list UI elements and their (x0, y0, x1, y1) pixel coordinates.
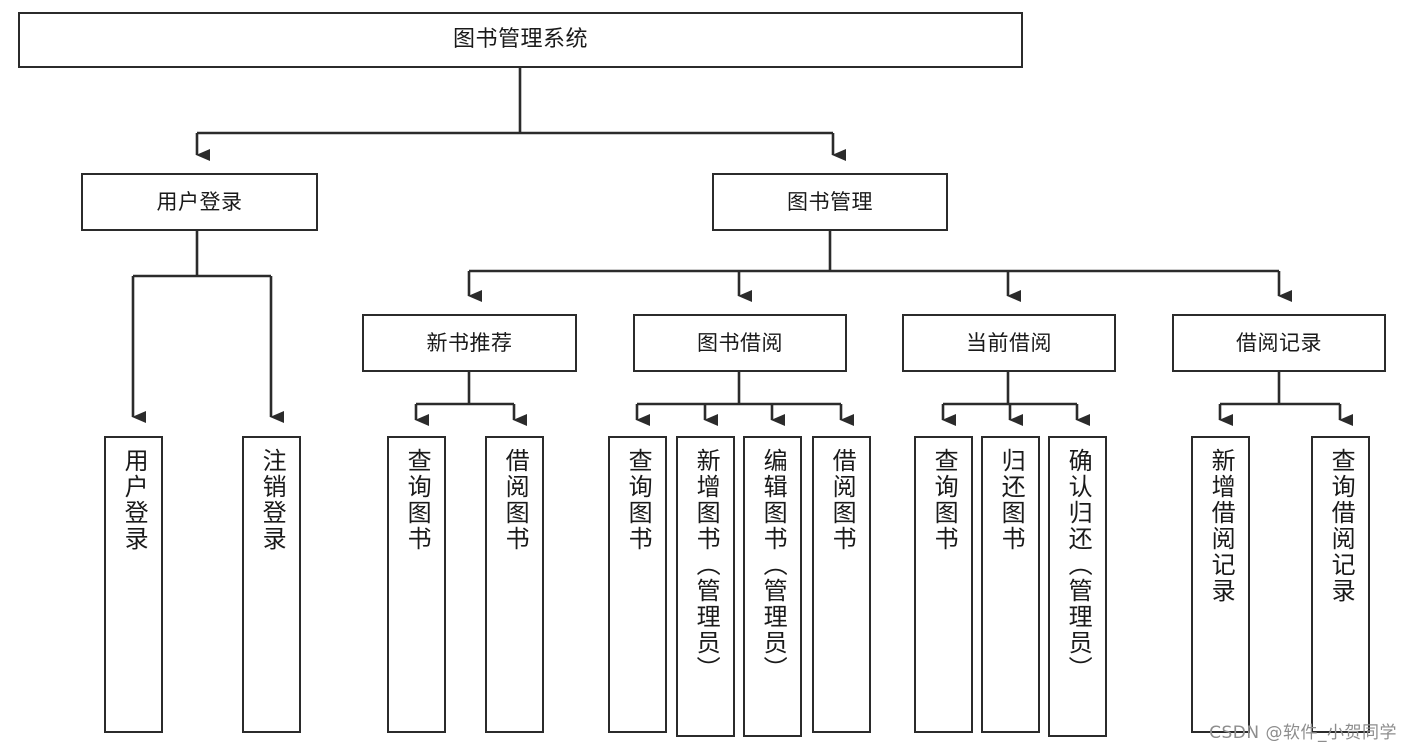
node-leaf-logout-label: 注销登录 (258, 448, 287, 552)
node-leaf-query-book-1[interactable]: 查询图书 (387, 436, 446, 733)
node-book-manage[interactable]: 图书管理 (712, 173, 948, 231)
node-leaf-return-book[interactable]: 归还图书 (981, 436, 1040, 733)
node-leaf-confirm-return[interactable]: 确认归还（管理员） (1048, 436, 1107, 737)
node-leaf-edit-book[interactable]: 编辑图书（管理员） (743, 436, 802, 737)
node-leaf-confirm-return-label: 确认归还（管理员） (1064, 448, 1093, 682)
node-root-label: 图书管理系统 (452, 26, 588, 52)
node-user-login-label: 用户登录 (156, 189, 243, 214)
node-borrow-record-label: 借阅记录 (1236, 330, 1322, 355)
node-leaf-user-login[interactable]: 用户登录 (104, 436, 163, 733)
node-book-borrow[interactable]: 图书借阅 (633, 314, 847, 372)
node-user-login[interactable]: 用户登录 (81, 173, 318, 231)
node-leaf-query-record[interactable]: 查询借阅记录 (1311, 436, 1370, 733)
node-book-manage-label: 图书管理 (787, 189, 873, 214)
node-leaf-borrow-book-2-label: 借阅图书 (828, 448, 857, 552)
node-leaf-query-book-3-label: 查询图书 (930, 448, 959, 552)
node-leaf-add-book[interactable]: 新增图书（管理员） (676, 436, 735, 737)
node-leaf-user-login-label: 用户登录 (120, 448, 149, 552)
node-leaf-add-book-label: 新增图书（管理员） (692, 448, 721, 682)
node-leaf-add-record-label: 新增借阅记录 (1207, 448, 1236, 604)
node-leaf-query-book-1-label: 查询图书 (403, 448, 432, 552)
node-leaf-logout[interactable]: 注销登录 (242, 436, 301, 733)
node-leaf-add-record[interactable]: 新增借阅记录 (1191, 436, 1250, 733)
node-leaf-borrow-book-1[interactable]: 借阅图书 (485, 436, 544, 733)
node-leaf-query-book-3[interactable]: 查询图书 (914, 436, 973, 733)
node-leaf-edit-book-label: 编辑图书（管理员） (759, 448, 788, 682)
node-book-borrow-label: 图书借阅 (697, 330, 783, 355)
node-current-borrow[interactable]: 当前借阅 (902, 314, 1116, 372)
node-new-book-recommend[interactable]: 新书推荐 (362, 314, 577, 372)
node-borrow-record[interactable]: 借阅记录 (1172, 314, 1386, 372)
node-leaf-query-book-2-label: 查询图书 (624, 448, 653, 552)
node-leaf-query-book-2[interactable]: 查询图书 (608, 436, 667, 733)
node-current-borrow-label: 当前借阅 (966, 330, 1052, 355)
node-leaf-borrow-book-1-label: 借阅图书 (501, 448, 530, 552)
watermark-text: CSDN @软件_小贺同学 (1209, 723, 1397, 743)
node-root[interactable]: 图书管理系统 (18, 12, 1023, 68)
node-leaf-return-book-label: 归还图书 (997, 448, 1026, 552)
node-new-book-recommend-label: 新书推荐 (426, 330, 513, 355)
node-leaf-borrow-book-2[interactable]: 借阅图书 (812, 436, 871, 733)
node-leaf-query-record-label: 查询借阅记录 (1327, 448, 1356, 604)
